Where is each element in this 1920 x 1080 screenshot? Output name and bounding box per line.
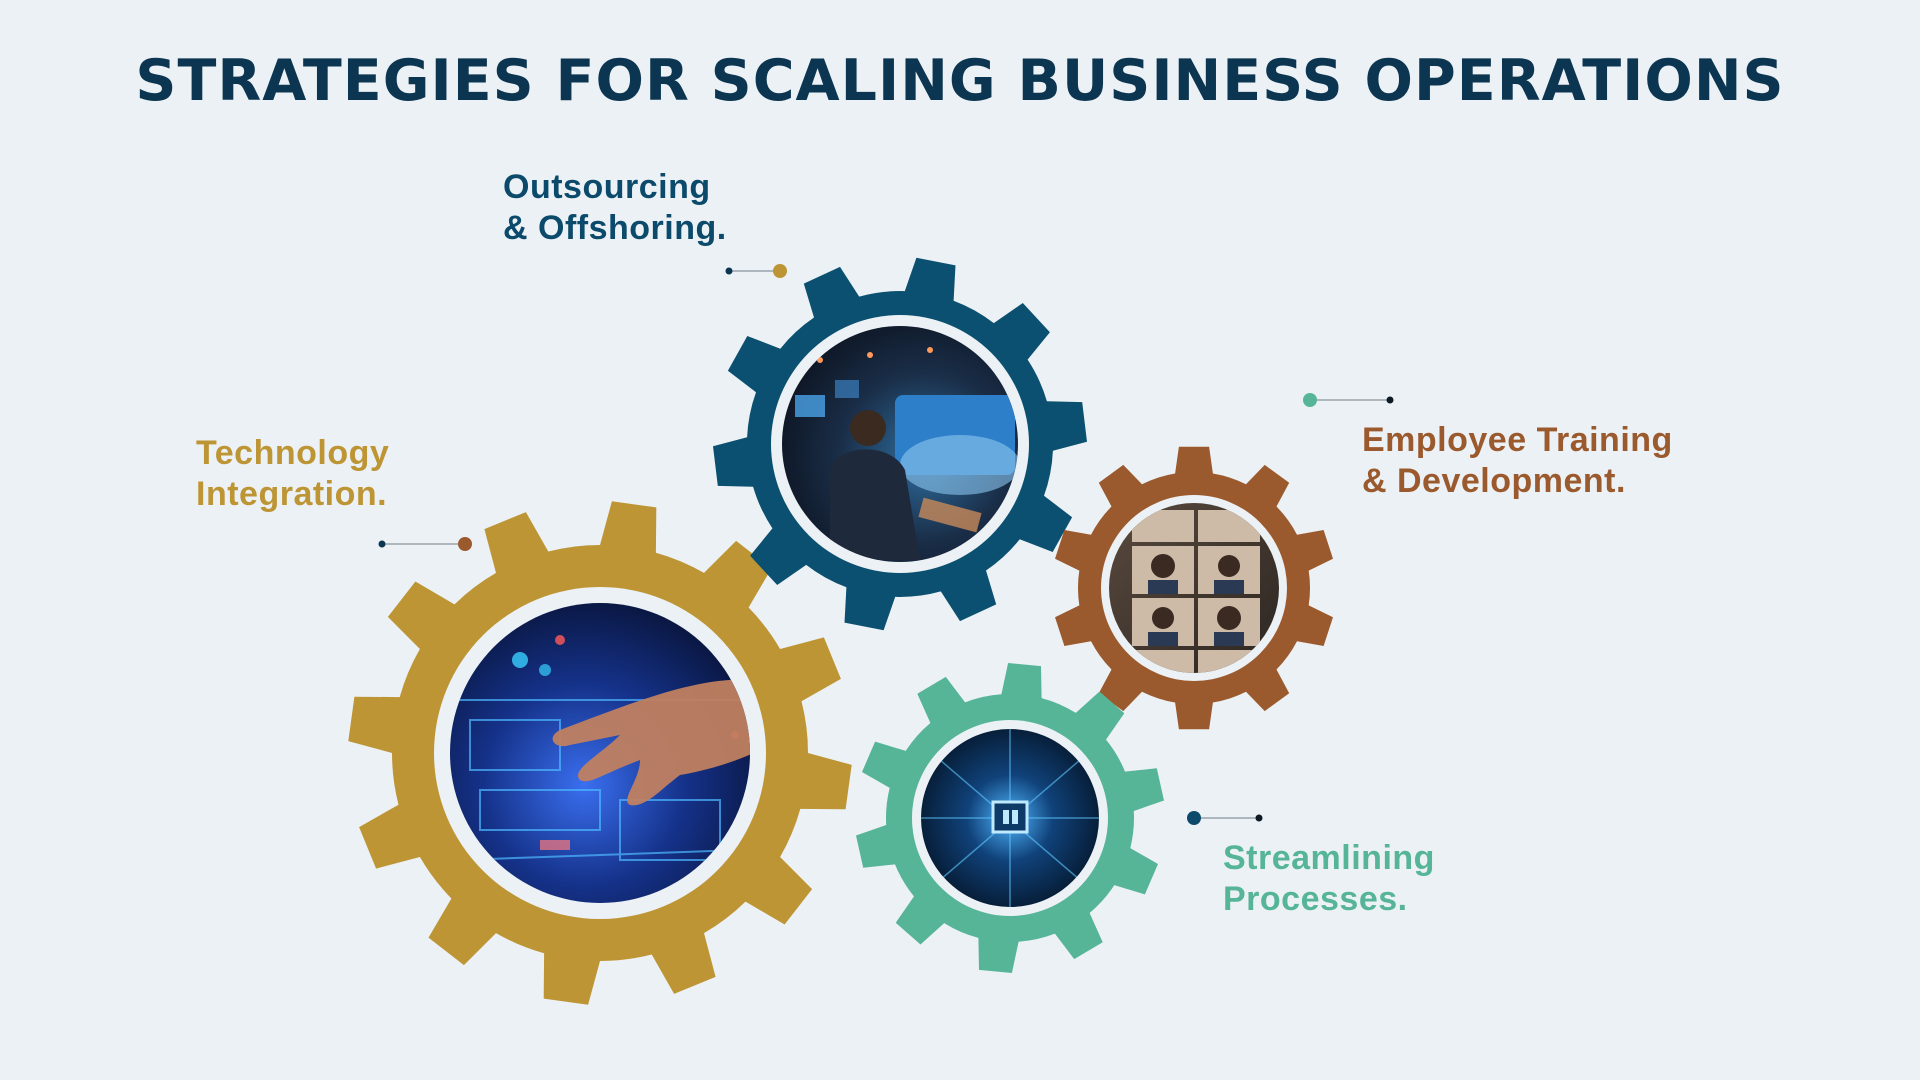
- label-outsourcing-line1: Outsourcing: [503, 168, 711, 206]
- connector-employee-training: [1303, 393, 1394, 407]
- label-employee-training-line2: & Development.: [1362, 462, 1626, 500]
- label-technology-line2: Integration.: [196, 475, 388, 513]
- label-outsourcing: Outsourcing & Offshoring.: [503, 167, 727, 249]
- label-employee-training-line1: Employee Training: [1362, 421, 1673, 459]
- gear-outsourcing: [713, 257, 1087, 631]
- label-streamlining-line2: Processes.: [1223, 880, 1408, 918]
- connector-technology: [378, 537, 472, 551]
- outsourcing-photo: [782, 326, 1018, 562]
- connector-streamlining: [1187, 811, 1263, 825]
- gear-employee-training: [1055, 446, 1333, 730]
- label-technology-line1: Technology: [196, 434, 390, 472]
- page-title: STRATEGIES FOR SCALING BUSINESS OPERATIO…: [135, 48, 1785, 114]
- label-technology: Technology Integration.: [196, 433, 389, 515]
- streamlining-photo: [921, 729, 1099, 907]
- connector-outsourcing: [725, 264, 787, 278]
- gear-streamlining: [856, 663, 1164, 973]
- label-streamlining-line1: Streamlining: [1223, 839, 1435, 877]
- label-streamlining: Streamlining Processes.: [1223, 838, 1435, 920]
- label-outsourcing-line2: & Offshoring.: [503, 209, 727, 247]
- gear-technology: [348, 501, 852, 1005]
- label-employee-training: Employee Training & Development.: [1362, 420, 1673, 502]
- technology-photo: [450, 603, 750, 903]
